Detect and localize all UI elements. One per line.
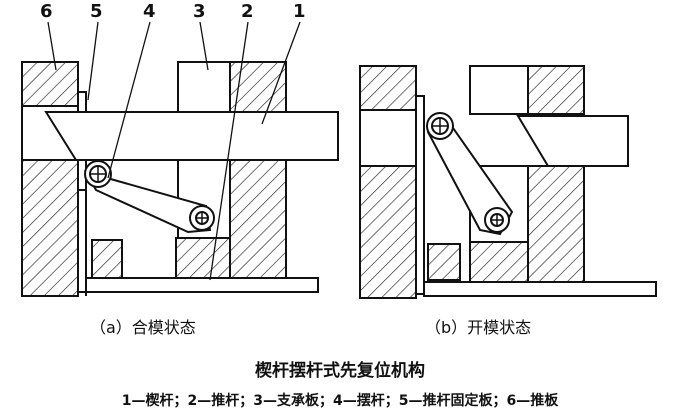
push-rod-2-b bbox=[469, 241, 529, 283]
right-upper-block-b bbox=[527, 65, 585, 115]
left-gap-b bbox=[359, 109, 417, 167]
left-lower-block-a bbox=[21, 159, 79, 297]
push-rod-fixing-plate-b bbox=[415, 95, 425, 295]
swing-rod-a bbox=[83, 160, 215, 234]
view-b-open bbox=[359, 65, 657, 299]
wedge-rod-b bbox=[516, 115, 629, 167]
push-rod-fixing-plate-a bbox=[77, 91, 87, 293]
push-plate-block-a bbox=[21, 61, 79, 107]
push-rod-2-a bbox=[175, 237, 231, 279]
wedge-rod-a bbox=[44, 111, 339, 161]
callout-2: 2 bbox=[241, 1, 254, 22]
callout-1: 1 bbox=[293, 1, 306, 22]
callout-4: 4 bbox=[143, 1, 156, 22]
figure-title: 楔杆摆杆式先复位机构 bbox=[255, 361, 425, 381]
bottom-plate-b bbox=[423, 281, 657, 297]
caption-closed-state: （a）合模状态 bbox=[90, 318, 196, 337]
caption-open-state: （b）开模状态 bbox=[425, 318, 532, 337]
support-plate-upper-a bbox=[177, 61, 231, 117]
leader-lines bbox=[47, 21, 301, 281]
support-plate-upper-b bbox=[469, 65, 529, 115]
small-pad-b bbox=[427, 243, 461, 281]
callout-5: 5 bbox=[90, 1, 103, 22]
right-lower-block-a bbox=[229, 159, 287, 279]
parts-legend: 1—楔杆；2—推杆；3—支承板；4—摆杆；5—推杆固定板；6—推板 bbox=[121, 393, 559, 409]
callout-3: 3 bbox=[193, 1, 206, 22]
left-lower-block-b bbox=[359, 165, 417, 299]
bottom-plate-a bbox=[85, 277, 319, 293]
callout-6: 6 bbox=[40, 1, 53, 22]
view-a-closed bbox=[21, 61, 339, 297]
swing-rod-b bbox=[426, 112, 514, 236]
right-lower-block-b bbox=[527, 165, 585, 283]
push-plate-block-b bbox=[359, 65, 417, 111]
small-pad-a bbox=[91, 239, 123, 279]
